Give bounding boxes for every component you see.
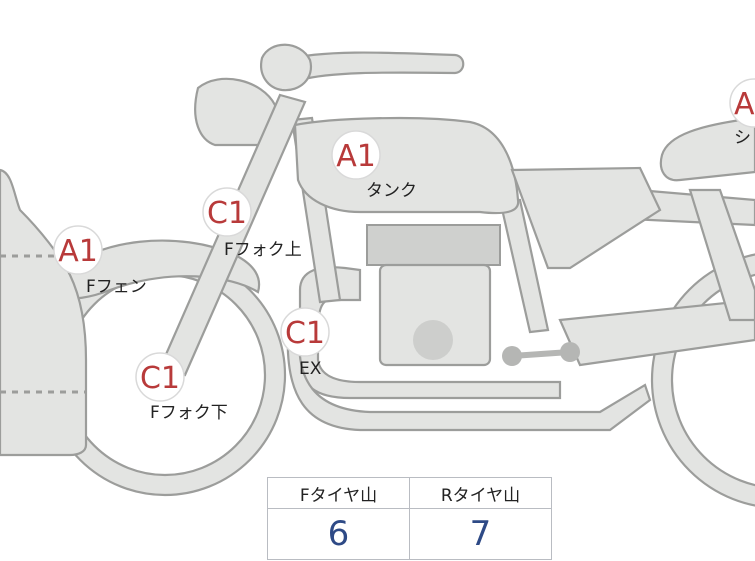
- rear-tire-value: 7: [409, 508, 552, 560]
- part-label: EX: [299, 359, 322, 379]
- rear-wheel-outer-edge: [650, 253, 755, 507]
- footpeg-right: [560, 342, 580, 362]
- grade-code: A1: [58, 234, 98, 269]
- grade-badge: [729, 78, 755, 128]
- part-label: Fフォク上: [224, 240, 302, 260]
- damage-marker-exhaust: C1 EX: [280, 307, 330, 379]
- front-tire-header: Fタイヤ山: [267, 477, 410, 509]
- exhaust-pipe-lower: [286, 328, 652, 432]
- tire-tread-value-row: 6 7: [267, 508, 552, 560]
- footpeg-left: [502, 346, 522, 366]
- grade-badge: [135, 352, 185, 402]
- grade-badge: [331, 130, 381, 180]
- rear-wheel: [652, 254, 755, 506]
- damage-marker-fork-lower: C1 Fフォク下: [135, 352, 228, 423]
- part-label: Fフェン: [86, 277, 147, 297]
- tire-tread-table: Fタイヤ山 Rタイヤ山 6 7: [267, 477, 552, 560]
- rider-bag: [0, 168, 88, 457]
- tire-tread-header-row: Fタイヤ山 Rタイヤ山: [267, 477, 552, 509]
- rear-tire-header: Rタイヤ山: [409, 477, 552, 509]
- part-label: タンク: [366, 181, 417, 201]
- side-cover: [510, 166, 662, 270]
- grade-code: C1: [285, 316, 325, 351]
- damage-marker-fork-upper: C1 Fフォク上: [202, 187, 302, 260]
- engine-block: [378, 263, 492, 367]
- grade-badge: [202, 187, 252, 237]
- grade-code: A1: [336, 139, 376, 174]
- rear-wheel-inner-edge: [670, 273, 755, 487]
- part-label: シ: [734, 128, 751, 148]
- grade-code: C1: [140, 361, 180, 396]
- grade-code: C1: [207, 196, 247, 231]
- engine-cover: [413, 320, 453, 360]
- handlebar-clamp: [260, 43, 313, 92]
- front-tire-value: 6: [267, 508, 410, 560]
- grade-code: A: [734, 87, 755, 122]
- grade-badge: [280, 307, 330, 357]
- part-label: Fフォク下: [150, 403, 228, 423]
- damage-marker-front-fender: A1 Fフェン: [53, 225, 147, 297]
- rear-shock: [688, 188, 755, 322]
- damage-marker-tank: A1 タンク: [331, 130, 417, 201]
- damage-marker-seat: A シ: [729, 78, 755, 148]
- engine-cylinder-head: [366, 224, 501, 266]
- handlebar: [283, 51, 465, 82]
- grade-badge: [53, 225, 103, 275]
